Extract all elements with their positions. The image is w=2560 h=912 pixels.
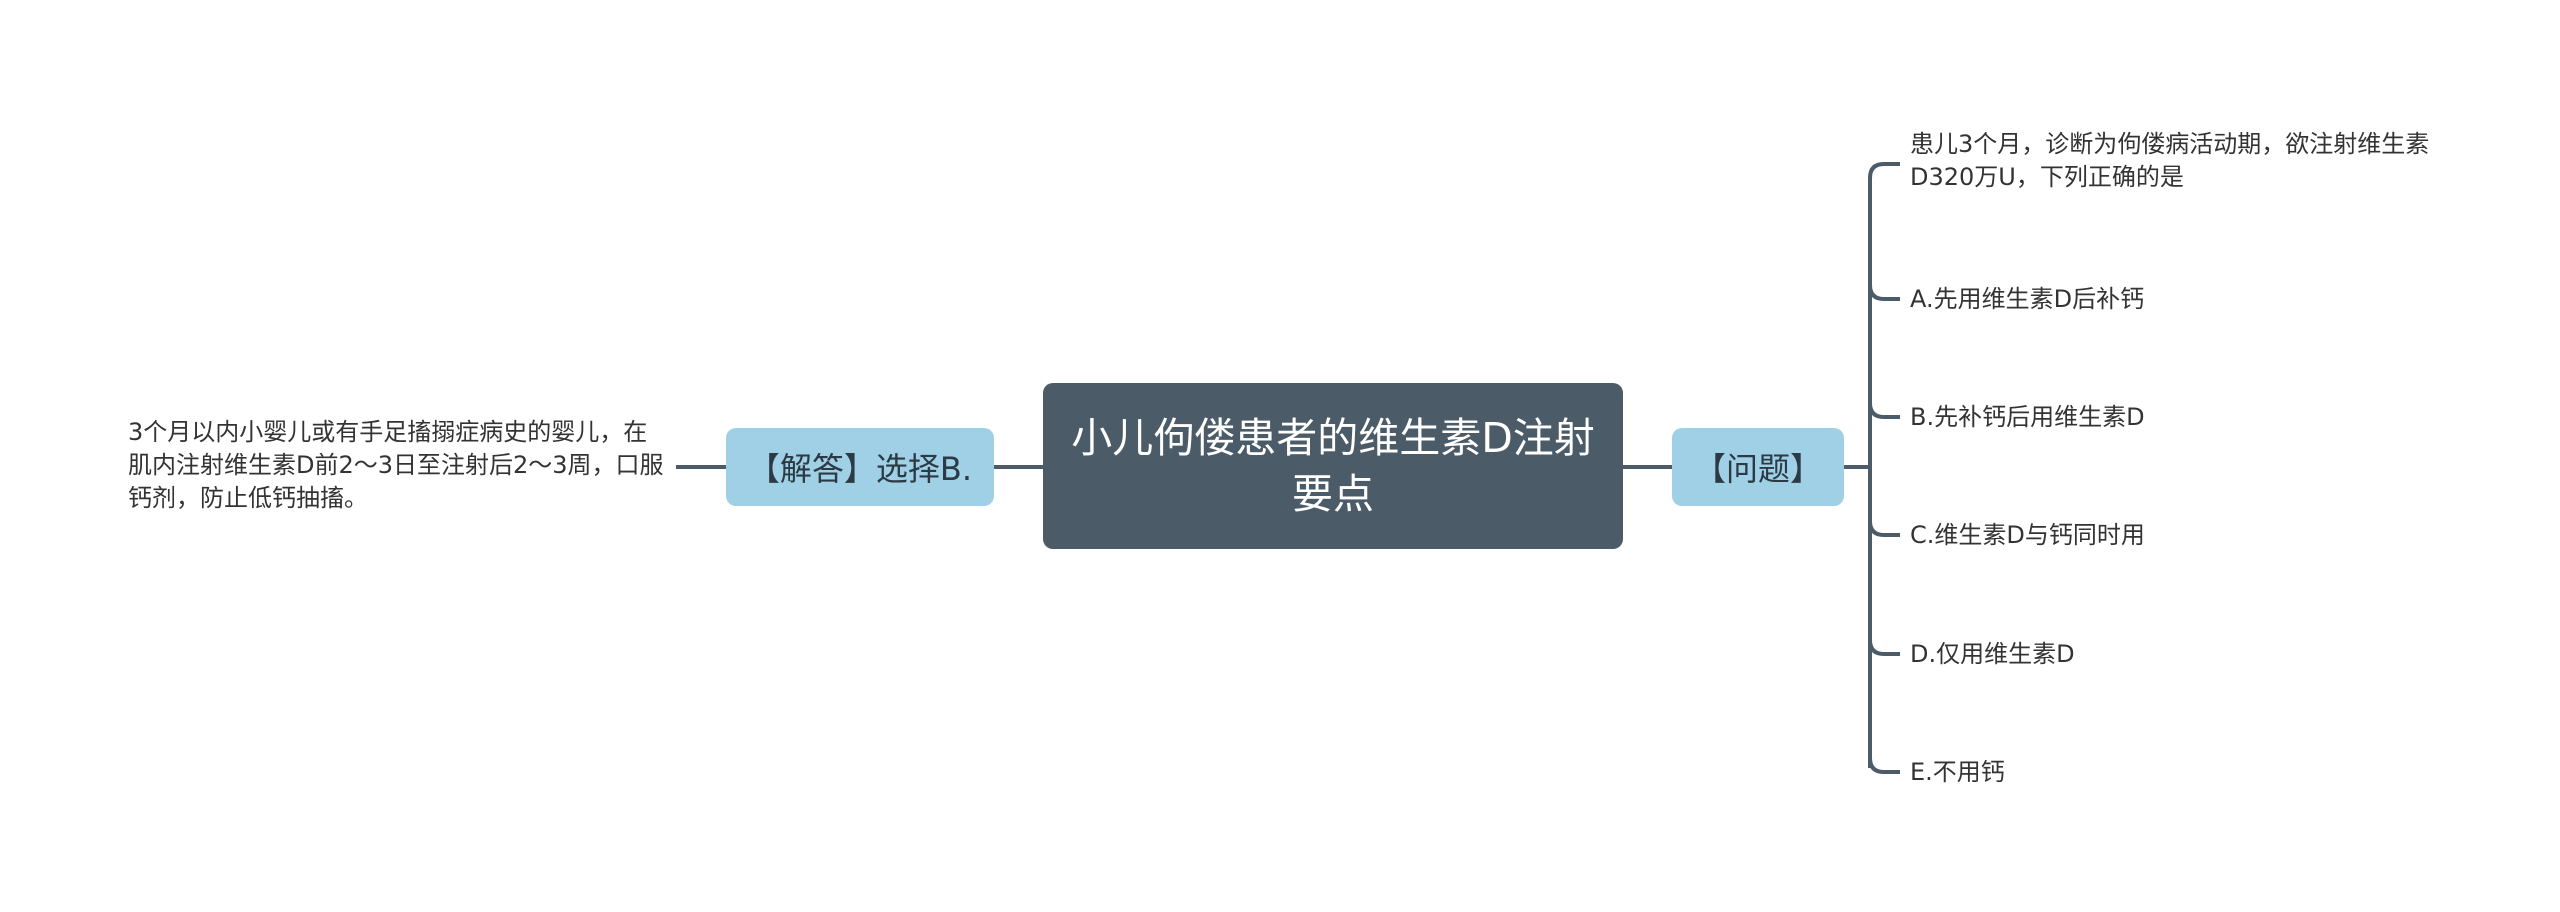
connector-to-option-b: [1868, 402, 1900, 419]
connector-to-option-d: [1868, 639, 1900, 656]
question-branch-label: 【问题】: [1693, 450, 1822, 488]
answer-branch-label: 【解答】选择B.: [747, 450, 973, 488]
answer-branch[interactable]: 【解答】选择B.: [726, 428, 994, 506]
option-a[interactable]: A.先用维生素D后补钙: [1910, 285, 2145, 313]
question-stem: 患儿3个月，诊断为佝偻病活动期，欲注射维生素D320万U，下列正确的是: [1910, 130, 2430, 191]
option-d[interactable]: D.仅用维生素D: [1910, 640, 2075, 668]
root-topic-label: 小儿佝偻患者的维生素D注射要点: [1071, 414, 1595, 518]
connector-to-option-e: [1868, 757, 1900, 774]
connector-to-option-a: [1868, 284, 1900, 301]
connector-to-option-c: [1868, 520, 1900, 537]
root-topic[interactable]: 小儿佝偻患者的维生素D注射要点: [1043, 383, 1623, 549]
connector-to-stem: [1868, 162, 1900, 179]
question-branch[interactable]: 【问题】: [1672, 428, 1844, 506]
option-c[interactable]: C.维生素D与钙同时用: [1910, 521, 2145, 549]
option-e[interactable]: E.不用钙: [1910, 758, 2005, 786]
answer-explanation: 3个月以内小婴儿或有手足搐搦症病史的婴儿，在肌内注射维生素D前2～3日至注射后2…: [128, 418, 664, 512]
option-b[interactable]: B.先补钙后用维生素D: [1910, 403, 2145, 431]
